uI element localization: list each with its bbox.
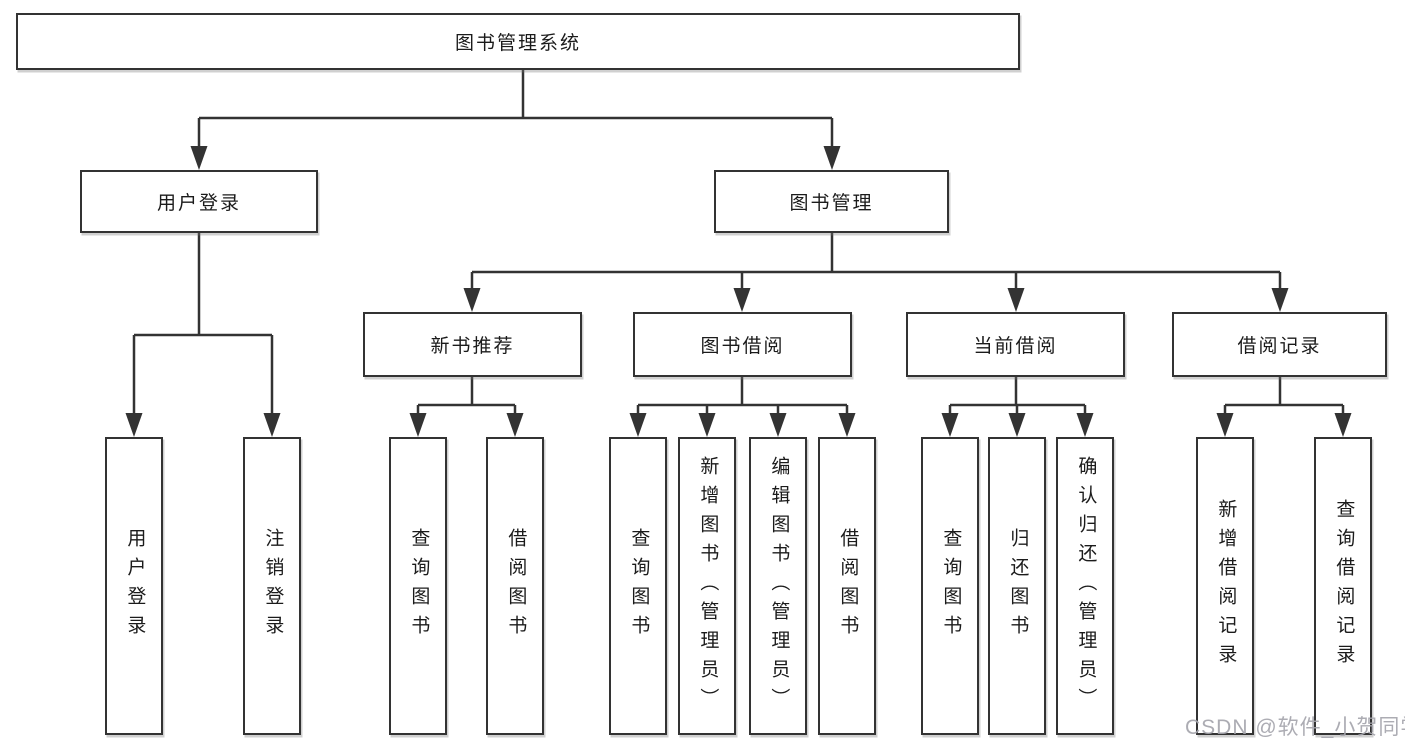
node-user-login: 用户登录 bbox=[80, 170, 318, 233]
csdn-watermark: CSDN @软件_小贺同学 bbox=[1185, 716, 1405, 739]
leaf-return-books: 归还图书 bbox=[988, 437, 1046, 735]
wire-root-to-level2 bbox=[197, 70, 834, 147]
leaf-query-books-3-label: 查询图书 bbox=[940, 528, 962, 644]
wire-book-borrowing-branch bbox=[636, 377, 849, 414]
leaf-borrow-books-2-label: 借阅图书 bbox=[837, 528, 859, 644]
leaf-borrow-books-2: 借阅图书 bbox=[818, 437, 876, 735]
leaf-query-books-3: 查询图书 bbox=[921, 437, 979, 735]
wire-new-book-recommendation-branch bbox=[416, 377, 517, 414]
leaf-borrow-books: 借阅图书 bbox=[486, 437, 544, 735]
leaf-query-books-2: 查询图书 bbox=[609, 437, 667, 735]
leaf-query-borrow-record: 查询借阅记录 bbox=[1314, 437, 1372, 735]
node-book-management: 图书管理 bbox=[714, 170, 949, 233]
leaf-confirm-return-admin-label: 确认归还（管理员） bbox=[1075, 455, 1097, 717]
leaf-confirm-return-admin: 确认归还（管理员） bbox=[1056, 437, 1114, 735]
leaf-query-books-label: 查询图书 bbox=[408, 528, 430, 644]
leaf-query-borrow-record-label: 查询借阅记录 bbox=[1333, 499, 1355, 673]
wire-book-management-branch bbox=[470, 233, 1282, 289]
wire-user-login-branch bbox=[132, 233, 274, 414]
leaf-add-book-admin-label: 新增图书（管理员） bbox=[697, 455, 719, 717]
leaf-add-book-admin: 新增图书（管理员） bbox=[678, 437, 736, 735]
leaf-edit-book-admin: 编辑图书（管理员） bbox=[749, 437, 807, 735]
leaf-query-books-2-label: 查询图书 bbox=[628, 528, 650, 644]
leaf-return-books-label: 归还图书 bbox=[1007, 528, 1029, 644]
leaf-edit-book-admin-label: 编辑图书（管理员） bbox=[768, 455, 790, 717]
leaf-borrow-books-label: 借阅图书 bbox=[505, 528, 527, 644]
node-library-management-system: 图书管理系统 bbox=[16, 13, 1020, 70]
node-borrow-records: 借阅记录 bbox=[1172, 312, 1387, 377]
leaf-user-login-label: 用户登录 bbox=[124, 528, 146, 644]
node-current-borrowing: 当前借阅 bbox=[906, 312, 1125, 377]
node-new-book-recommendation: 新书推荐 bbox=[363, 312, 582, 377]
leaf-logout: 注销登录 bbox=[243, 437, 301, 735]
wire-borrow-records-branch bbox=[1223, 377, 1345, 414]
leaf-add-borrow-record-label: 新增借阅记录 bbox=[1215, 499, 1237, 673]
node-book-borrowing: 图书借阅 bbox=[633, 312, 852, 377]
leaf-logout-label: 注销登录 bbox=[262, 528, 284, 644]
leaf-query-books: 查询图书 bbox=[389, 437, 447, 735]
leaf-user-login: 用户登录 bbox=[105, 437, 163, 735]
wire-current-borrowing-branch bbox=[948, 377, 1087, 414]
leaf-add-borrow-record: 新增借阅记录 bbox=[1196, 437, 1254, 735]
